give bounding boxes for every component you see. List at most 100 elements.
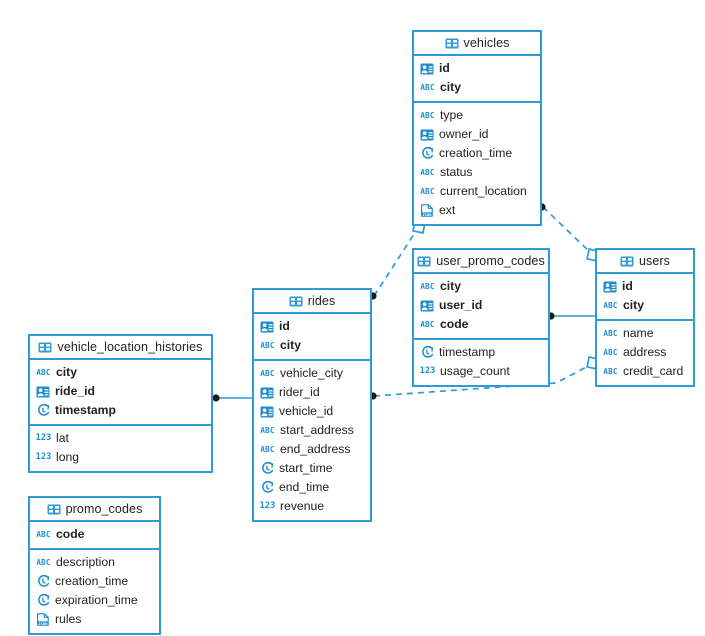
column-city[interactable]: ABC city xyxy=(254,336,370,355)
clock-icon xyxy=(420,147,434,160)
column-revenue[interactable]: 123 revenue xyxy=(254,497,370,516)
entity-table-vehicle_location_histories[interactable]: vehicle_location_histories ABC city ride… xyxy=(28,334,213,473)
abc-icon: ABC xyxy=(260,340,275,350)
column-code[interactable]: ABC code xyxy=(30,525,159,544)
column-vehicle_id[interactable]: vehicle_id xyxy=(254,402,370,421)
abc-icon: ABC xyxy=(260,368,275,378)
column-address[interactable]: ABC address xyxy=(597,343,693,362)
column-label: city xyxy=(623,298,645,313)
column-type[interactable]: ABC type xyxy=(414,106,540,125)
column-label: end_address xyxy=(280,442,351,457)
column-rules[interactable]: JSON rules xyxy=(30,610,159,629)
123-icon: 123 xyxy=(35,433,52,444)
table-header[interactable]: vehicles xyxy=(414,32,540,56)
entity-table-promo_codes[interactable]: promo_codes ABC code ABC description cre… xyxy=(28,496,161,635)
column-id[interactable]: id xyxy=(254,317,370,336)
column-creation_time[interactable]: creation_time xyxy=(414,144,540,163)
table-header[interactable]: rides xyxy=(254,290,370,314)
column-status[interactable]: ABC status xyxy=(414,163,540,182)
abc-icon: ABC xyxy=(260,444,275,454)
entity-table-vehicles[interactable]: vehicles id ABC city ABC type xyxy=(412,30,542,226)
abc-icon: ABC xyxy=(603,328,618,338)
json-icon: JSON xyxy=(420,204,434,217)
column-current_location[interactable]: ABC current_location xyxy=(414,182,540,201)
column-label: city xyxy=(280,338,302,353)
id-card-icon xyxy=(260,387,274,399)
column-city[interactable]: ABC city xyxy=(414,78,540,97)
column-label: start_address xyxy=(280,423,354,438)
column-ride_id[interactable]: ride_id xyxy=(30,382,211,401)
abc-icon: ABC xyxy=(603,366,618,376)
column-end_address[interactable]: ABC end_address xyxy=(254,440,370,459)
column-id[interactable]: id xyxy=(597,277,693,296)
columns-section: 123 lat 123 long xyxy=(30,426,211,471)
123-icon: 123 xyxy=(419,366,436,377)
column-label: end_time xyxy=(279,480,330,495)
column-lat[interactable]: 123 lat xyxy=(30,429,211,448)
columns-section: ABC type owner_id creation_time xyxy=(414,103,540,224)
abc-icon: ABC xyxy=(36,367,51,377)
svg-text:JSON: JSON xyxy=(38,621,48,626)
column-city[interactable]: ABC city xyxy=(597,296,693,315)
column-city[interactable]: ABC city xyxy=(30,363,211,382)
column-label: code xyxy=(56,527,85,542)
column-label: usage_count xyxy=(440,364,510,379)
column-ext[interactable]: JSON ext xyxy=(414,201,540,220)
column-start_time[interactable]: start_time xyxy=(254,459,370,478)
clock-icon xyxy=(260,481,274,494)
relationship-user_promo_codes-to-users xyxy=(547,312,595,320)
column-name[interactable]: ABC name xyxy=(597,324,693,343)
column-vehicle_city[interactable]: ABC vehicle_city xyxy=(254,364,370,383)
table-title: users xyxy=(638,254,671,268)
column-timestamp[interactable]: timestamp xyxy=(414,343,548,362)
table-icon xyxy=(417,256,431,267)
column-rider_id[interactable]: rider_id xyxy=(254,383,370,402)
column-user_id[interactable]: user_id xyxy=(414,296,548,315)
123-icon: 123 xyxy=(35,452,52,463)
primary-key-section: id ABC city xyxy=(597,274,693,321)
column-long[interactable]: 123 long xyxy=(30,448,211,467)
entity-table-rides[interactable]: rides id ABC city ABC vehicle_city xyxy=(252,288,372,522)
column-city[interactable]: ABC city xyxy=(414,277,548,296)
column-label: expiration_time xyxy=(55,593,138,608)
columns-section: ABC description creation_time expiration… xyxy=(30,550,159,633)
id-card-icon xyxy=(420,63,434,75)
table-header[interactable]: user_promo_codes xyxy=(414,250,548,274)
table-header[interactable]: promo_codes xyxy=(30,498,159,522)
column-code[interactable]: ABC code xyxy=(414,315,548,334)
column-timestamp[interactable]: timestamp xyxy=(30,401,211,420)
primary-key-section: id ABC city xyxy=(254,314,370,361)
primary-key-section: ABC city ride_id timestamp xyxy=(30,360,211,426)
column-expiration_time[interactable]: expiration_time xyxy=(30,591,159,610)
table-icon xyxy=(445,38,459,49)
column-owner_id[interactable]: owner_id xyxy=(414,125,540,144)
column-start_address[interactable]: ABC start_address xyxy=(254,421,370,440)
entity-table-user_promo_codes[interactable]: user_promo_codes ABC city user_id ABC co… xyxy=(412,248,550,387)
column-creation_time[interactable]: creation_time xyxy=(30,572,159,591)
table-header[interactable]: users xyxy=(597,250,693,274)
column-label: user_id xyxy=(439,298,483,313)
column-end_time[interactable]: end_time xyxy=(254,478,370,497)
column-description[interactable]: ABC description xyxy=(30,553,159,572)
table-icon xyxy=(620,256,634,267)
column-label: id xyxy=(439,61,450,76)
column-label: current_location xyxy=(440,184,527,199)
column-label: vehicle_city xyxy=(280,366,343,381)
relationship-vehicle_location_histories-to-rides xyxy=(212,394,252,402)
column-label: revenue xyxy=(280,499,325,514)
column-id[interactable]: id xyxy=(414,59,540,78)
column-label: ext xyxy=(439,203,456,218)
table-icon xyxy=(289,296,303,307)
table-icon xyxy=(47,504,61,515)
id-card-icon xyxy=(260,406,274,418)
primary-key-section: ABC code xyxy=(30,522,159,550)
table-header[interactable]: vehicle_location_histories xyxy=(30,336,211,360)
entity-table-users[interactable]: users id ABC city ABC name ABC address xyxy=(595,248,695,387)
column-credit_card[interactable]: ABC credit_card xyxy=(597,362,693,381)
column-label: city xyxy=(440,279,462,294)
abc-icon: ABC xyxy=(603,347,618,357)
abc-icon: ABC xyxy=(420,281,435,291)
column-label: name xyxy=(623,326,654,341)
column-usage_count[interactable]: 123 usage_count xyxy=(414,362,548,381)
